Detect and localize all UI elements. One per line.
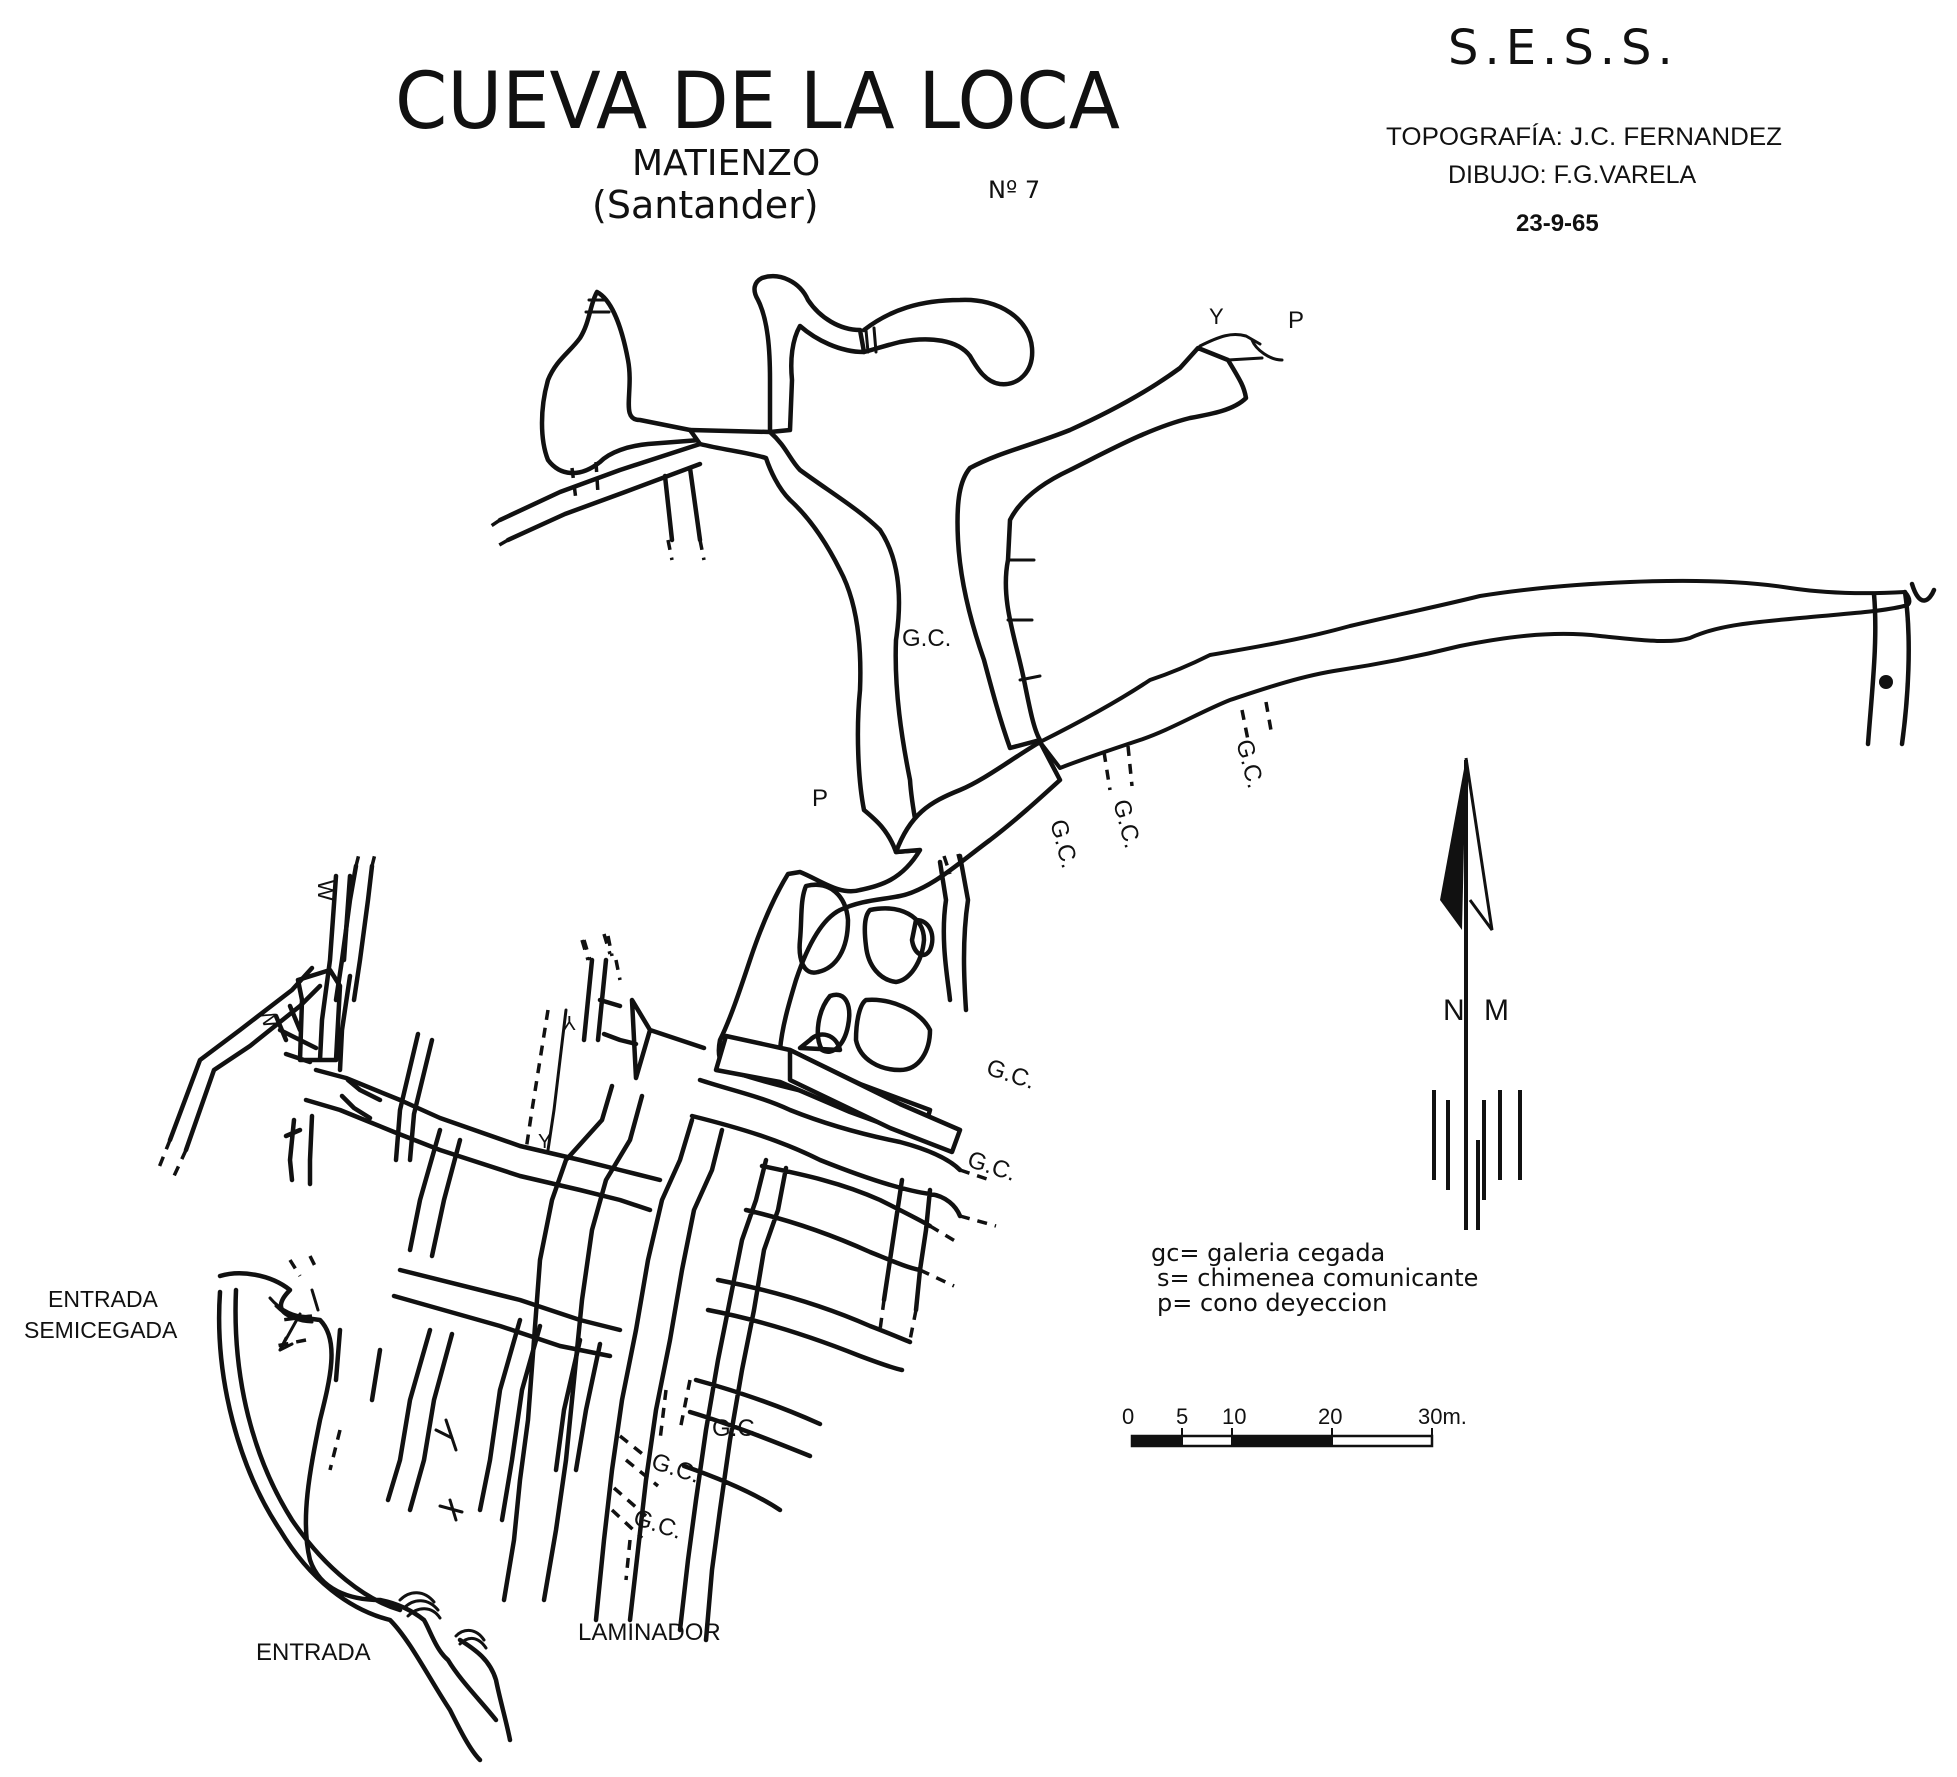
- north-hook-passage: [861, 297, 1035, 387]
- entrada-semi-line1: ENTRADA: [48, 1286, 159, 1312]
- entrada-semi-line2: SEMICEGADA: [24, 1317, 178, 1343]
- gc-label-maze-1: G.C.: [983, 1054, 1038, 1095]
- east-gc-dashes: [1102, 701, 1274, 791]
- pillar-block-4: [797, 1032, 843, 1053]
- y-passage-right: [546, 1008, 568, 1152]
- map-labels: G.C. G.C. G.C. G.C. G.C. G.C. G.C. G.C. …: [24, 304, 1304, 1666]
- gc-label-lower-1: G.C.: [712, 1415, 761, 1442]
- hook-constriction: [864, 326, 878, 354]
- scale-label-5: 5: [1176, 1404, 1188, 1429]
- topography-credit: TOPOGRAFÍA: J.C. FERNANDEZ: [1386, 122, 1782, 151]
- ne-passage-end: [1198, 332, 1284, 362]
- gc-dashes-maze: [275, 1168, 997, 1581]
- pillar-block-5: [853, 997, 933, 1073]
- pit-label-ne: P: [1288, 307, 1304, 334]
- gc-label-north: G.C.: [902, 625, 951, 652]
- pit-label-central: P: [812, 785, 828, 812]
- entrance-zone: [216, 1271, 513, 1763]
- gc-label-maze-2: G.C.: [964, 1146, 1019, 1187]
- north-arrow-m: M: [1484, 994, 1509, 1027]
- pillar-block-1: [797, 882, 851, 975]
- north-arrow-n: N: [1443, 994, 1465, 1027]
- club-name: S.E.S.S.: [1448, 20, 1679, 76]
- central-rubble-descent: [687, 427, 923, 855]
- north-arrow-head-outline: [1464, 757, 1494, 931]
- nw-rubble-chamber: [539, 289, 703, 476]
- nw-chamber-tip: [584, 298, 611, 314]
- scale-label-0: 0: [1122, 1404, 1134, 1429]
- map-title: CUEVA DE LA LOCA: [395, 57, 1120, 147]
- maze-walls-lower: [333, 1127, 623, 1523]
- west-passage: [497, 441, 703, 543]
- maze-walls-west: [277, 873, 663, 1213]
- legend-p: p= cono deyeccion: [1157, 1289, 1387, 1317]
- gc-label-east-3: G.C.: [1044, 817, 1083, 872]
- legend: gc= galeria cegada s= chimenea comunican…: [1151, 1239, 1478, 1317]
- lamin-marker: [434, 1418, 464, 1522]
- east-junction-passage: [937, 853, 971, 1013]
- scale-label-20: 20: [1318, 1404, 1342, 1429]
- top-maze-dashes: [582, 935, 614, 961]
- east-sand-passage: [1038, 578, 1912, 770]
- upper-maze-passage: [581, 957, 639, 1047]
- province-label: (Santander): [592, 183, 819, 227]
- pillar-block-2: [862, 906, 927, 985]
- scale-seg-0-5: [1132, 1436, 1182, 1446]
- gc-label-east-2: G.C.: [1107, 797, 1146, 852]
- w-label-upper: W: [313, 880, 338, 901]
- mini-pillar: [909, 917, 935, 958]
- west-outer-dashes: [156, 849, 622, 1177]
- west-passage-dashes: [487, 461, 706, 561]
- north-arrow-head: [1440, 758, 1466, 930]
- y-label-maze-top: Y: [563, 1011, 576, 1033]
- legend-gc: gc= galeria cegada: [1151, 1239, 1385, 1267]
- laminador-label: LAMINADOR: [578, 1619, 721, 1646]
- y-label-maze-bottom: Y: [538, 1131, 551, 1153]
- ne-passage-inner-lines: [1006, 558, 1042, 682]
- ne-rubble-passage: [955, 345, 1249, 751]
- west-side-passage: [662, 465, 703, 543]
- survey-date: 23-9-65: [1516, 210, 1599, 237]
- entrance-cone-1: [398, 1591, 442, 1620]
- sheet-number: Nº 7: [988, 176, 1040, 204]
- north-arrow-feathers: [1432, 1090, 1522, 1230]
- west-outer-passage: [167, 863, 383, 1153]
- maze-walls-diagonal: [501, 997, 963, 1643]
- east-end-passage: [1865, 581, 1937, 747]
- lower-rubble-band-2: [787, 1047, 963, 1155]
- scale-label-10: 10: [1222, 1404, 1246, 1429]
- pillar-block-3: [815, 992, 852, 1054]
- legend-s: s= chimenea comunicante: [1157, 1264, 1478, 1292]
- east-junction-dashes: [942, 853, 964, 875]
- y-label-ne: Y: [1209, 304, 1224, 329]
- y-passage-left: [524, 1009, 550, 1151]
- east-end-shaft-marker: [1879, 675, 1893, 689]
- scale-label-30: 30m.: [1418, 1404, 1467, 1429]
- north-rubble-branch: [752, 274, 867, 435]
- scale-seg-10-20: [1232, 1436, 1332, 1446]
- drawing-credit: DIBUJO: F.G.VARELA: [1448, 161, 1697, 189]
- entrada-label: ENTRADA: [256, 1639, 371, 1666]
- cave-passages: [156, 274, 1937, 1763]
- entrance-cone-2: [454, 1629, 488, 1650]
- scale-bar: 0 5 10 20 30m.: [1122, 1404, 1467, 1448]
- locality-label: MATIENZO: [632, 143, 820, 184]
- gc-label-east-1: G.C.: [1230, 737, 1269, 792]
- north-arrow: N M: [1432, 757, 1522, 1230]
